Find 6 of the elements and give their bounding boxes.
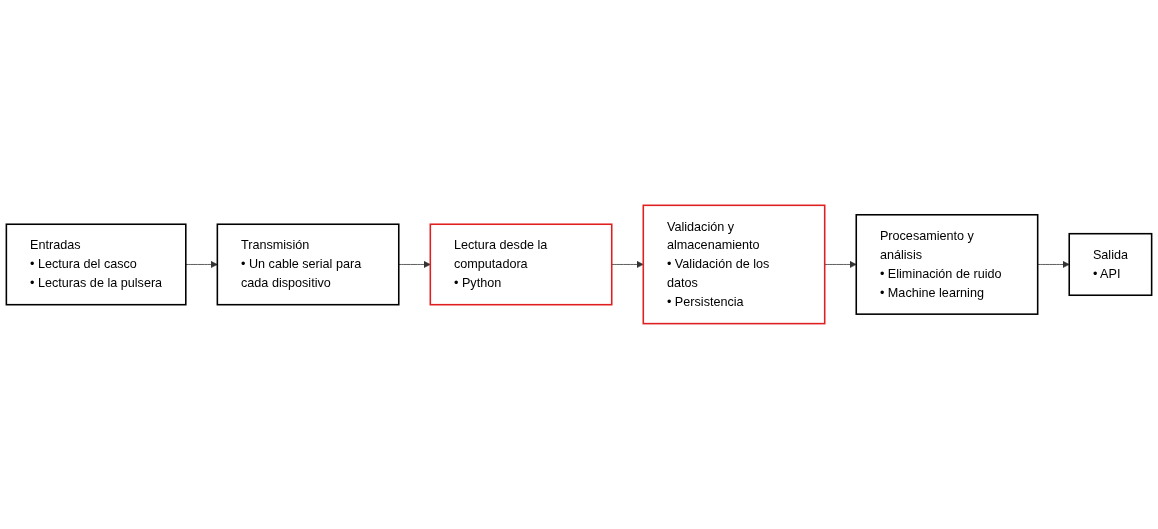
node-box: Entradas • Lectura del casco • Lecturas de la pulsera	[5, 223, 187, 306]
node-box: Validación y almacenamiento • Validación de los datos • Persistencia	[642, 204, 826, 325]
node-box: Procesamiento y análisis • Eliminación de ruido • Machine learning	[855, 214, 1039, 315]
node-box: Lectura desde la computadora • Python	[429, 223, 613, 306]
node-box: Salida • API	[1068, 232, 1153, 297]
node-box: Transmisión • Un cable serial para cada dispositivo	[216, 223, 400, 306]
